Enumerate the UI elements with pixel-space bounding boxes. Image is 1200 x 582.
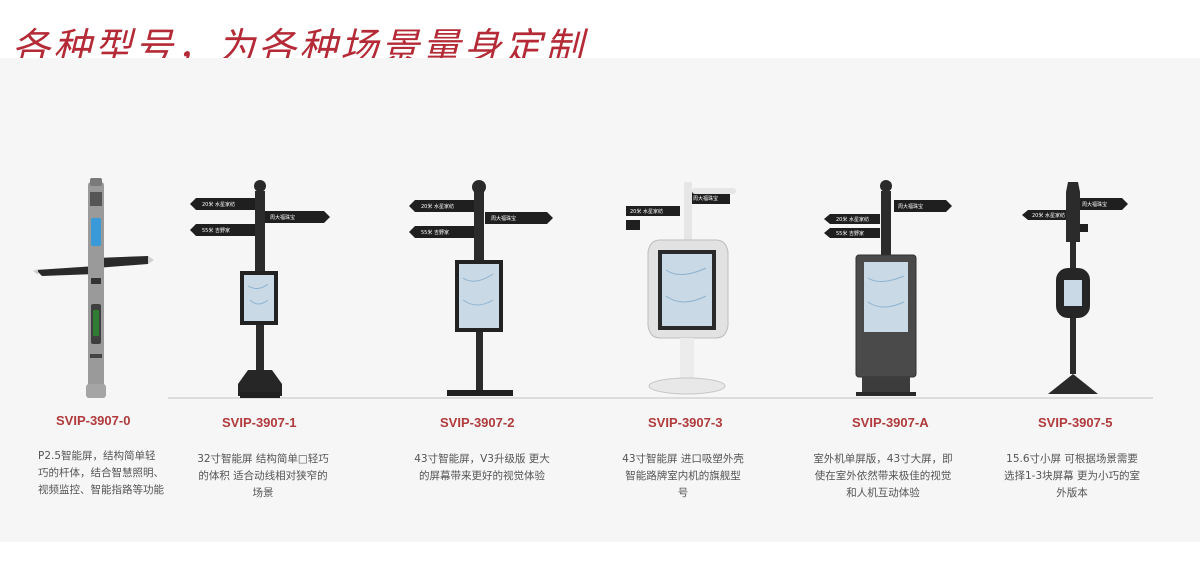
product-model-label: SVIP-3907-5 (1038, 415, 1113, 430)
sign-text: 20米 水星家纺 (630, 208, 663, 215)
product-showcase-panel (0, 58, 1200, 542)
product-description: 43寸智能屏 进口吸塑外壳 智能路牌室内机的旗舰型号 (622, 453, 744, 499)
product-model-label: SVIP-3907-A (852, 415, 929, 430)
product-description: 室外机单屏版，43寸大屏，即使在室外依然带来极佳的视觉和人机互动体验 (813, 453, 953, 499)
product-image-svip-3907-1[interactable]: 20米 水星家纺 周大福珠宝 55米 吉野家 (186, 178, 331, 400)
sign-text: 周大福珠宝 (491, 215, 516, 222)
sign-text: 55米 吉野家 (836, 230, 864, 237)
sign-text: 20米 水星家纺 (1032, 212, 1065, 219)
product-image-svip-3907-2[interactable]: 20米 水星家纺 周大福珠宝 55米 吉野家 (405, 178, 555, 400)
product-model-label: SVIP-3907-3 (648, 415, 723, 430)
product-description: 15.6寸小屏 可根据场景需要选择1-3块屏幕 更为小巧的室外版本 (1004, 453, 1140, 499)
product-description: 32寸智能屏 结构简单□轻巧的体积 适合动线相对狭窄的场景 (197, 453, 329, 499)
sign-text: 20米 水星家纺 (202, 201, 235, 208)
product-model-label: SVIP-3907-0 (56, 413, 131, 428)
floor-line (168, 397, 1153, 399)
sign-text: 20米 水星家纺 (421, 203, 454, 210)
sign-text: 55米 吉野家 (202, 227, 230, 234)
sign-text: 55米 吉野家 (421, 229, 449, 236)
product-image-svip-3907-0[interactable] (30, 178, 155, 400)
product-description: 43寸智能屏，V3升级版 更大的屏幕带来更好的视觉体验 (414, 453, 550, 482)
sign-text: 20米 水星家纺 (836, 216, 869, 223)
product-image-svip-3907-a[interactable]: 20米 水星家纺 周大福珠宝 55米 吉野家 (818, 178, 958, 400)
product-model-label: SVIP-3907-2 (440, 415, 515, 430)
product-image-svip-3907-5[interactable]: 20米 水星家纺 周大福珠宝 (1016, 178, 1136, 400)
sign-text: 周大福珠宝 (693, 195, 718, 202)
product-image-svip-3907-3[interactable]: 20米 水星家纺 周大福珠宝 (620, 178, 750, 400)
sign-text: 周大福珠宝 (898, 203, 923, 210)
sign-text: 周大福珠宝 (1082, 201, 1107, 208)
sign-text: 周大福珠宝 (270, 214, 295, 221)
product-description: P2.5智能屏，结构简单轻巧的杆体，结合智慧照明、视频监控、智能指路等功能 (38, 450, 164, 496)
product-model-label: SVIP-3907-1 (222, 415, 297, 430)
